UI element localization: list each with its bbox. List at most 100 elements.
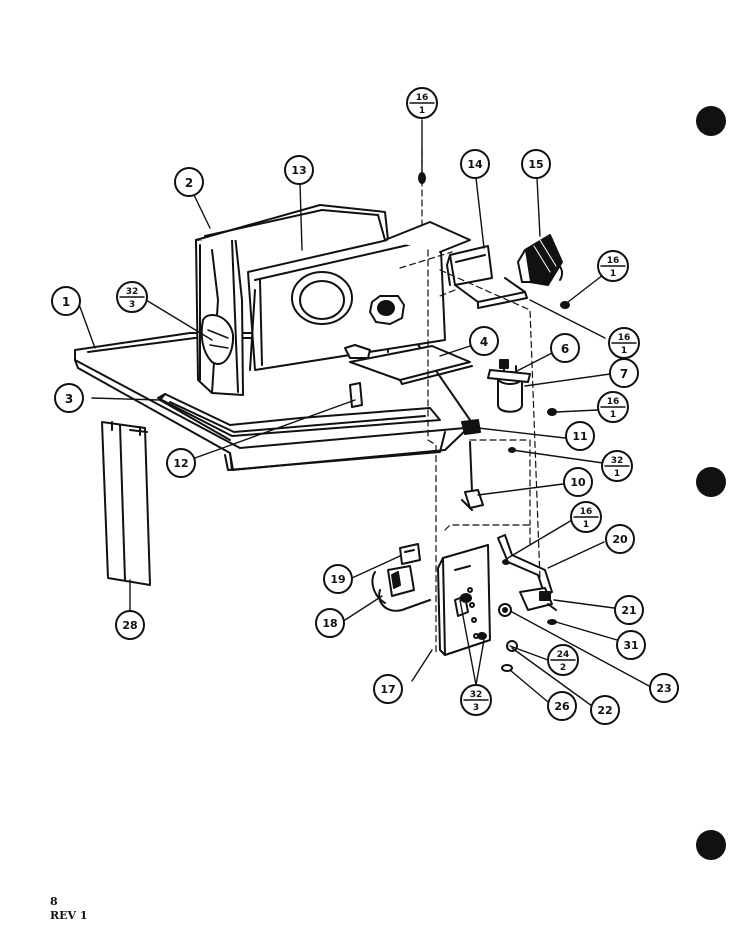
fraction-top: 32	[611, 456, 624, 466]
callout-label: 21	[621, 604, 636, 617]
fraction-bottom: 2	[560, 663, 566, 673]
fraction-bottom: 3	[129, 300, 135, 310]
binder-hole	[696, 830, 726, 860]
binder-holes	[696, 106, 726, 860]
fraction-top: 24	[557, 650, 570, 660]
binder-hole	[696, 106, 726, 136]
coil-bracket	[446, 245, 528, 309]
callout-label: 14	[467, 158, 483, 171]
callout-label: 4	[480, 335, 488, 349]
fastener	[477, 632, 487, 640]
fraction-callout-16-1: 16 1	[570, 501, 602, 533]
fraction-callout-16-1: 16 1	[608, 327, 640, 359]
screw	[560, 301, 570, 309]
switch-bracket	[497, 534, 557, 611]
callout-label: 13	[291, 164, 306, 177]
callout-13: 13	[284, 155, 314, 185]
callout-label: 31	[623, 639, 638, 652]
callout-3: 3	[54, 383, 84, 413]
binder-hole	[696, 467, 726, 497]
capacitor	[487, 359, 531, 413]
fraction-top: 32	[126, 287, 139, 297]
callout-20: 20	[605, 524, 635, 554]
fraction-top: 16	[618, 333, 631, 343]
callout-label: 19	[330, 573, 345, 586]
fraction-top: 16	[607, 256, 620, 266]
callout-label: 18	[322, 617, 337, 630]
callout-label: 2	[185, 176, 193, 190]
tie-clip	[349, 382, 363, 408]
callout-label: 28	[122, 619, 137, 632]
callout-label: 7	[620, 367, 628, 381]
callout-1: 1	[51, 286, 81, 316]
callout-label: 17	[380, 683, 395, 696]
fraction-top: 32	[470, 690, 483, 700]
fraction-bottom: 3	[473, 703, 479, 713]
alignment-lines	[399, 149, 541, 656]
bulkhead-partition	[247, 221, 471, 371]
thermostat-cover	[517, 234, 563, 286]
revision-label: REV 1	[50, 909, 88, 922]
fraction-top: 16	[607, 397, 620, 407]
fraction-bottom: 1	[614, 469, 620, 479]
fraction-callout-16-1: 16 1	[597, 391, 629, 423]
leader-lines	[79, 119, 650, 707]
housing-shroud	[195, 204, 389, 396]
fraction-callout-24-2: 24 2	[547, 644, 579, 676]
fraction-callout-32-3: 32 3	[116, 281, 148, 313]
fraction-bottom: 1	[621, 346, 627, 356]
fraction-top: 16	[416, 93, 429, 103]
callout-label: 10	[570, 476, 586, 489]
fraction-callout-16-1: 16 1	[597, 250, 629, 282]
relay-bracket	[461, 419, 481, 435]
callout-7: 7	[609, 358, 639, 388]
callout-label: 11	[572, 430, 587, 443]
thermostat	[371, 565, 431, 612]
fraction-bottom: 1	[610, 269, 616, 279]
callout-17: 17	[373, 674, 403, 704]
callout-11: 11	[565, 421, 595, 451]
page-number: 8	[50, 895, 58, 908]
callout-14: 14	[460, 149, 490, 179]
callout-label: 1	[62, 295, 70, 309]
callout-21: 21	[614, 595, 644, 625]
callout-label: 23	[656, 682, 671, 695]
callout-6: 6	[550, 333, 580, 363]
callout-28: 28	[115, 610, 145, 640]
callout-26: 26	[547, 691, 577, 721]
fraction-bottom: 1	[610, 410, 616, 420]
callout-label: 15	[528, 158, 543, 171]
screw	[547, 408, 557, 416]
linkage-rod	[461, 441, 484, 511]
fraction-top: 16	[580, 507, 593, 517]
fraction-callout-32-1: 32 1	[601, 450, 633, 482]
callout-label: 26	[554, 700, 570, 713]
drain-channel	[157, 393, 441, 441]
callout-23: 23	[649, 673, 679, 703]
callout-15: 15	[521, 149, 551, 179]
selector-switch	[399, 543, 421, 565]
callout-4: 4	[469, 326, 499, 356]
side-panel	[101, 421, 151, 586]
drip-tray	[349, 345, 473, 385]
callout-label: 3	[65, 392, 73, 406]
callout-label: 22	[597, 704, 612, 717]
callout-22: 22	[590, 695, 620, 725]
callout-31: 31	[616, 630, 646, 660]
callout-12: 12	[166, 448, 196, 478]
fastener	[460, 593, 472, 603]
knob-spacer	[501, 664, 513, 672]
callout-2: 2	[174, 167, 204, 197]
callout-10: 10	[563, 467, 593, 497]
callout-label: 12	[173, 457, 188, 470]
screw	[418, 172, 426, 184]
callout-19: 19	[323, 564, 353, 594]
fraction-callout-16-1: 16 1	[406, 87, 438, 119]
fraction-bottom: 1	[419, 106, 425, 116]
callout-label: 6	[561, 342, 569, 356]
fraction-bottom: 1	[583, 520, 589, 530]
screw	[547, 619, 557, 625]
callout-18: 18	[315, 608, 345, 638]
callout-label: 20	[612, 533, 628, 546]
